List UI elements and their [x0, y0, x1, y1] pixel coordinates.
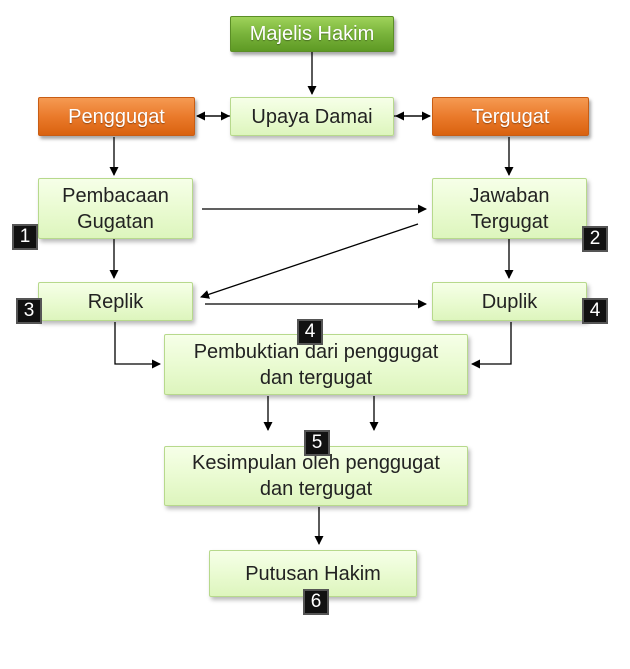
arrow-duplik-to-pembuktian	[471, 322, 512, 369]
majelis-hakim-box: Majelis Hakim	[230, 16, 394, 52]
penggugat-label: Penggugat	[68, 105, 165, 128]
upaya-damai-label: Upaya Damai	[251, 105, 373, 128]
putusan-hakim-label: Putusan Hakim	[245, 562, 381, 585]
arrow-jawaban-to-replik	[200, 223, 419, 299]
tergugat-box: Tergugat	[432, 97, 589, 136]
kesimpulan-label: Kesimpulan oleh penggugat dan tergugat	[192, 452, 440, 500]
pembacaan-gugatan-box: Pembacaan Gugatan	[38, 178, 193, 239]
step-badge-pembacaan: 1	[12, 224, 38, 250]
pembacaan-gugatan-label: Pembacaan Gugatan	[62, 184, 169, 233]
jawaban-tergugat-label: Jawaban Tergugat	[469, 184, 550, 233]
duplik-box: Duplik	[432, 282, 587, 321]
pembuktian-label: Pembuktian dari penggugat dan tergugat	[193, 340, 439, 389]
step-badge-duplik: 4	[582, 298, 608, 324]
step-badge-putusan: 6	[303, 589, 329, 615]
putusan-hakim-box: Putusan Hakim	[209, 550, 417, 597]
step-badge-kesimpulan: 5	[304, 430, 330, 456]
arrow-replik-to-pembuktian	[114, 322, 161, 369]
jawaban-tergugat-box: Jawaban Tergugat	[432, 178, 587, 239]
majelis-hakim-label: Majelis Hakim	[249, 23, 375, 45]
penggugat-box: Penggugat	[38, 97, 195, 136]
kesimpulan-box: Kesimpulan oleh penggugat dan tergugat	[164, 446, 468, 506]
tergugat-label: Tergugat	[471, 105, 550, 128]
duplik-label: Duplik	[481, 290, 538, 313]
step-badge-pembuktian: 4	[297, 319, 323, 345]
upaya-damai-box: Upaya Damai	[230, 97, 394, 136]
replik-box: Replik	[38, 282, 193, 321]
step-badge-jawaban: 2	[582, 226, 608, 252]
replik-label: Replik	[87, 290, 144, 313]
step-badge-replik: 3	[16, 298, 42, 324]
